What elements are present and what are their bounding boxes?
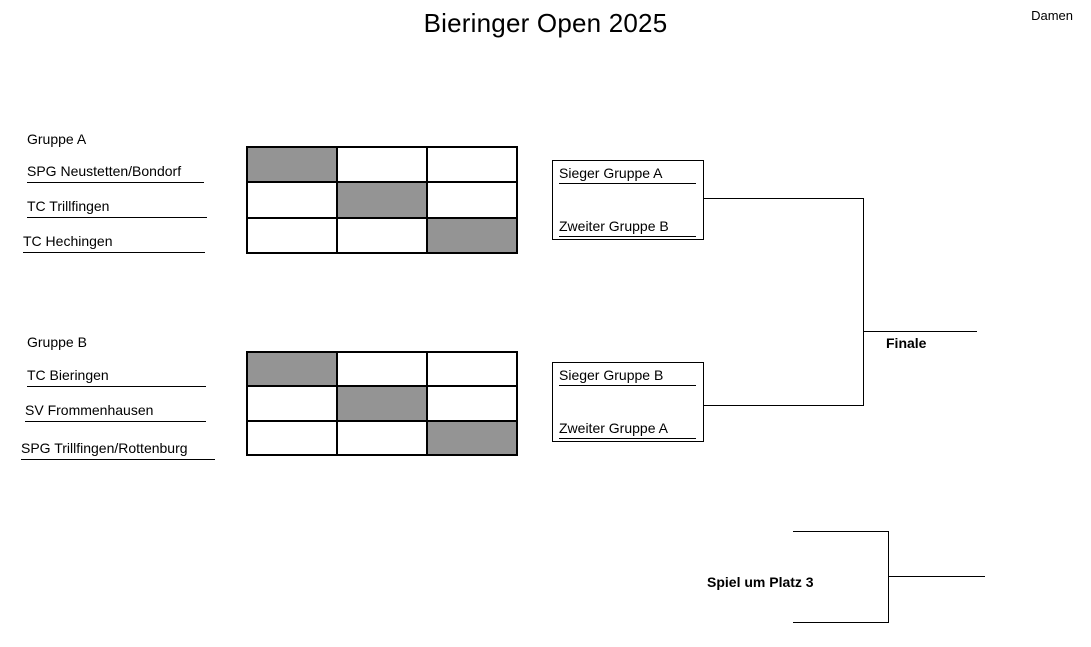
grid-cell-a-2-3[interactable] (428, 183, 518, 219)
grid-cell-b-2-1[interactable] (248, 387, 338, 422)
semifinal-2-box[interactable]: Sieger Gruppe B Zweiter Gruppe A (552, 362, 704, 442)
grid-cell-a-1-1 (248, 148, 338, 184)
grid-cell-b-3-3 (428, 421, 518, 456)
third-place-top-line (793, 531, 889, 532)
final-output-line (863, 331, 977, 332)
final-label: Finale (886, 335, 927, 351)
grid-cell-a-2-1[interactable] (248, 183, 338, 219)
grid-cell-b-1-2[interactable] (338, 353, 428, 388)
semifinal-1-bottom-slot: Zweiter Gruppe B (559, 218, 696, 237)
grid-cell-a-2-2 (338, 183, 428, 219)
group-b-label: Gruppe B (27, 334, 87, 350)
semifinal-1-top-slot: Sieger Gruppe A (559, 165, 696, 184)
grid-cell-b-1-3[interactable] (428, 353, 518, 388)
group-b-team-3: SPG Trillfingen/Rottenburg (21, 440, 215, 460)
semifinal-1-box[interactable]: Sieger Gruppe A Zweiter Gruppe B (552, 160, 704, 240)
group-b-team-1: TC Bieringen (27, 367, 206, 387)
grid-cell-b-3-1[interactable] (248, 421, 338, 456)
grid-cell-a-3-2[interactable] (338, 218, 428, 254)
page-title: Bieringer Open 2025 (423, 8, 668, 38)
semifinal-2-bottom-slot: Zweiter Gruppe A (559, 420, 696, 439)
category-label: Damen (1031, 8, 1073, 23)
grid-cell-a-3-1[interactable] (248, 218, 338, 254)
grid-cell-a-1-2[interactable] (338, 148, 428, 184)
third-place-label: Spiel um Platz 3 (707, 574, 814, 590)
group-a-results-grid[interactable] (246, 146, 518, 254)
group-a-label: Gruppe A (27, 131, 87, 147)
third-place-vertical-line (888, 531, 889, 623)
group-b-team-2: SV Frommenhausen (25, 402, 206, 422)
grid-cell-a-1-3[interactable] (428, 148, 518, 184)
group-a-team-2: TC Trillfingen (27, 198, 207, 218)
group-b-results-grid[interactable] (246, 351, 518, 456)
final-bracket-vertical-line (863, 198, 864, 406)
semifinal-2-connector-line (704, 405, 864, 406)
group-a-team-1: SPG Neustetten/Bondorf (27, 163, 204, 183)
semifinal-2-top-slot: Sieger Gruppe B (559, 367, 696, 386)
grid-cell-b-3-2[interactable] (338, 421, 428, 456)
grid-cell-b-2-3[interactable] (428, 387, 518, 422)
grid-cell-b-1-1 (248, 353, 338, 388)
third-place-output-line (888, 576, 985, 577)
group-a-team-3: TC Hechingen (23, 233, 205, 253)
grid-cell-b-2-2 (338, 387, 428, 422)
grid-cell-a-3-3 (428, 218, 518, 254)
third-place-bottom-line (793, 622, 889, 623)
semifinal-1-connector-line (704, 198, 864, 199)
